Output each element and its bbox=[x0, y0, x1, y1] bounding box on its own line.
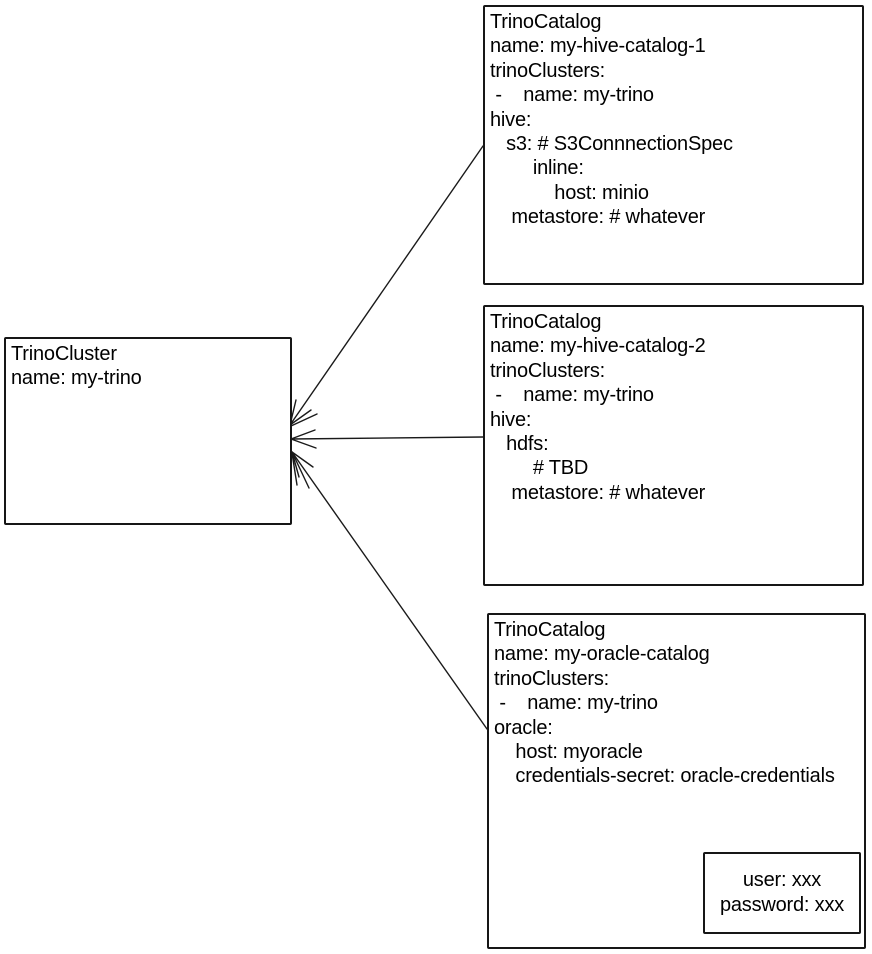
connector-catalog1-to-cluster bbox=[289, 145, 484, 427]
yaml-line: s3: # S3ConnnectionSpec bbox=[490, 133, 733, 156]
trino-cluster-node: TrinoCluster name: my-trino bbox=[4, 337, 292, 525]
yaml-line: name: my-trino bbox=[11, 367, 142, 390]
yaml-line: # TBD bbox=[490, 457, 589, 480]
node-title: TrinoCatalog bbox=[490, 311, 602, 333]
yaml-line: - name: my-trino bbox=[494, 692, 658, 715]
arrowhead-icon bbox=[289, 399, 318, 427]
yaml-line: host: minio bbox=[490, 181, 649, 204]
node-title: TrinoCatalog bbox=[490, 11, 602, 33]
arrowhead-icon bbox=[290, 429, 317, 449]
yaml-line: metastore: # whatever bbox=[490, 481, 706, 504]
yaml-line: host: myoracle bbox=[494, 741, 643, 764]
yaml-line: oracle: bbox=[494, 716, 553, 739]
secret-line-password: password: xxx bbox=[719, 894, 845, 916]
secret-line-user: user: xxx bbox=[742, 869, 822, 891]
yaml-line: trinoClusters: bbox=[494, 667, 610, 690]
connector-catalog2-to-cluster bbox=[290, 429, 484, 449]
node-title: TrinoCatalog bbox=[494, 619, 606, 641]
yaml-line: inline: bbox=[490, 157, 584, 180]
yaml-line: - name: my-trino bbox=[490, 384, 654, 407]
yaml-line: metastore: # whatever bbox=[490, 206, 706, 229]
yaml-line: hive: bbox=[490, 408, 532, 431]
yaml-line: hdfs: bbox=[490, 433, 549, 456]
node-title: TrinoCluster bbox=[11, 343, 117, 365]
arrowhead-icon bbox=[291, 451, 314, 489]
yaml-line: trinoClusters: bbox=[490, 59, 606, 82]
trino-catalog-node-hive-2: TrinoCatalog name: my-hive-catalog-2 tri… bbox=[483, 305, 864, 586]
yaml-line: credentials-secret: oracle-credentials bbox=[494, 765, 835, 788]
credentials-secret-node: user: xxx password: xxx bbox=[703, 852, 861, 934]
yaml-line: hive: bbox=[490, 108, 532, 131]
trino-catalog-node-hive-1: TrinoCatalog name: my-hive-catalog-1 tri… bbox=[483, 5, 864, 285]
yaml-line: name: my-hive-catalog-1 bbox=[490, 35, 706, 58]
yaml-line: trinoClusters: bbox=[490, 359, 606, 382]
yaml-line: - name: my-trino bbox=[490, 84, 654, 107]
yaml-line: name: my-hive-catalog-2 bbox=[490, 335, 706, 358]
connector-catalog3-to-cluster bbox=[291, 451, 488, 730]
yaml-line: name: my-oracle-catalog bbox=[494, 643, 710, 666]
